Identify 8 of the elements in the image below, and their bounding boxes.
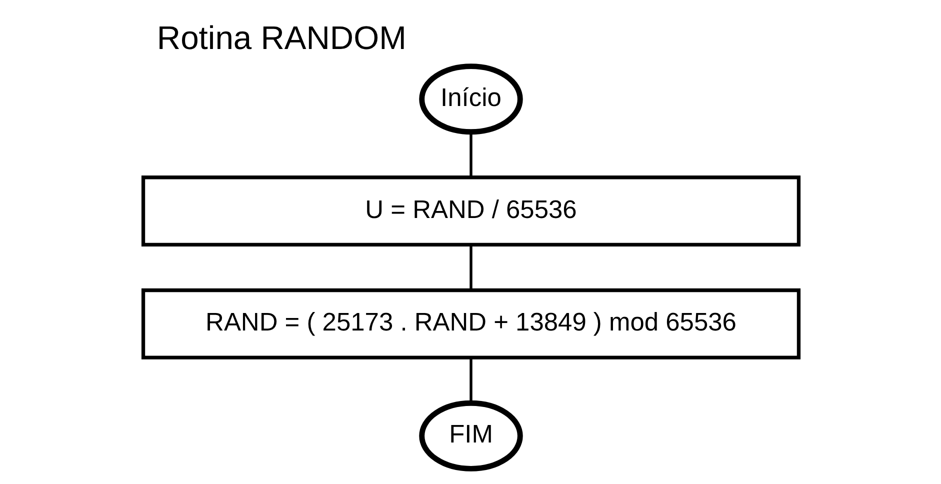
- connector: [469, 358, 472, 403]
- connector: [469, 132, 472, 177]
- node-box: RAND = ( 25173 . RAND + 13849 ) mod 65536: [140, 288, 800, 360]
- node-box: U = RAND / 65536: [140, 176, 800, 247]
- node-ellipse: FIM: [418, 400, 522, 472]
- diagram-title: Rotina RANDOM: [156, 18, 406, 56]
- node-ellipse: Início: [418, 64, 522, 135]
- connector: [469, 245, 472, 290]
